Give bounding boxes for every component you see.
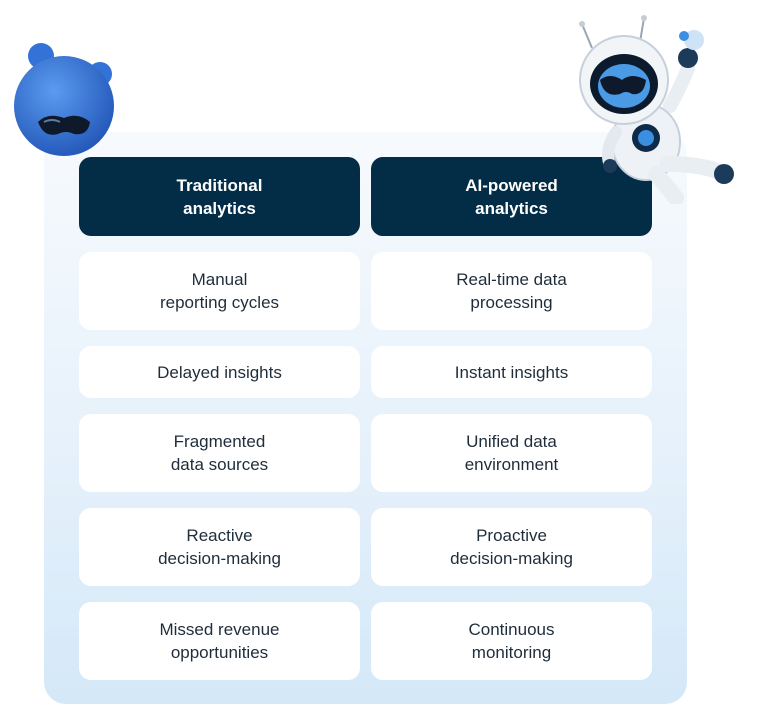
- right-item-3: Unified data environment: [371, 414, 652, 492]
- left-item-5: Missed revenue opportunities: [79, 602, 360, 680]
- left-item-2: Delayed insights: [79, 346, 360, 398]
- left-item-1: Manual reporting cycles: [79, 252, 360, 330]
- blue-mascot-icon: [14, 43, 114, 156]
- left-item-3: Fragmented data sources: [79, 414, 360, 492]
- right-item-1: Real-time data processing: [371, 252, 652, 330]
- robot-mascot-icon: [579, 15, 734, 204]
- right-item-4: Proactive decision-making: [371, 508, 652, 586]
- header-traditional-analytics: Traditional analytics: [79, 157, 360, 236]
- left-item-4: Reactive decision-making: [79, 508, 360, 586]
- right-item-5: Continuous monitoring: [371, 602, 652, 680]
- right-item-2: Instant insights: [371, 346, 652, 398]
